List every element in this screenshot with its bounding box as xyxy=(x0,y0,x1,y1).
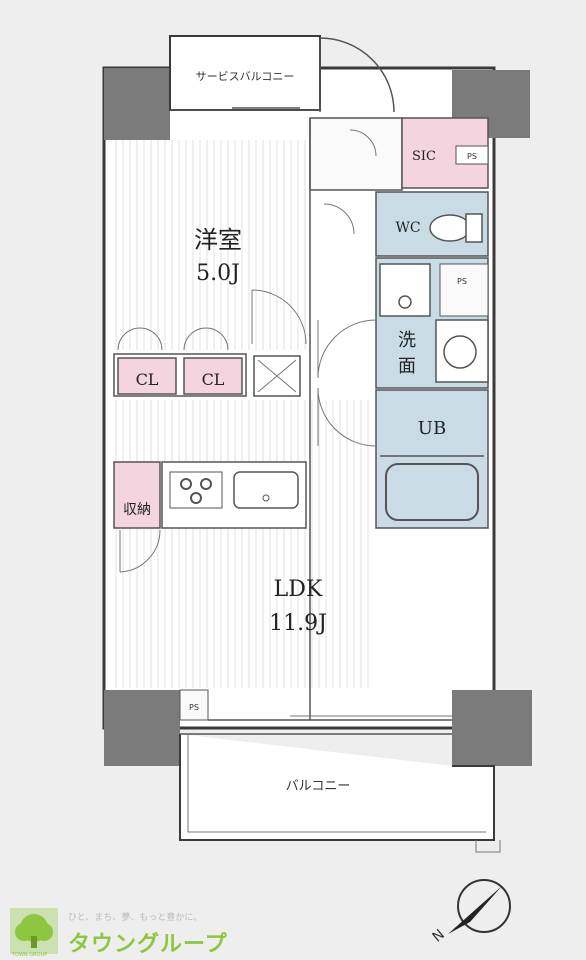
washroom-label-2: 面 xyxy=(398,356,416,377)
column-bottom-left xyxy=(104,690,180,766)
western-room-size: 5.0J xyxy=(196,261,240,286)
ps-label-bottom: PS xyxy=(189,703,199,712)
tree-icon xyxy=(10,908,58,954)
balcony xyxy=(179,734,495,841)
entry-hall xyxy=(309,117,403,191)
bathtub xyxy=(385,463,479,521)
unit-bath-label: UB xyxy=(418,418,446,439)
service-balcony xyxy=(169,35,321,111)
compass: N xyxy=(430,879,511,946)
toilet xyxy=(429,214,471,242)
western-room-name: 洋室 xyxy=(194,226,242,254)
brand-tagline: ひと、まち、夢、もっと豊かに。 xyxy=(68,913,203,923)
sic-label: SIC xyxy=(412,149,436,164)
column-top-left xyxy=(104,68,170,140)
ps-box-top xyxy=(455,145,489,165)
ps-box-mid xyxy=(439,263,489,317)
storage xyxy=(113,461,161,529)
ps-box-bottom xyxy=(179,689,209,721)
brand-name: タウングループ xyxy=(68,932,228,957)
sink xyxy=(233,471,299,509)
closet-2 xyxy=(183,357,243,395)
entrance-door xyxy=(319,37,395,113)
closet-2-label: CL xyxy=(202,370,225,389)
western-room-door xyxy=(251,289,307,345)
balcony-label: バルコニー xyxy=(286,779,351,794)
ps-label-top: PS xyxy=(467,152,477,161)
brand-caption: TOWN GROUP xyxy=(12,952,48,958)
compass-north-label: N xyxy=(430,927,448,946)
wc-label: WC xyxy=(395,220,420,236)
service-balcony-label: サービスバルコニー xyxy=(196,70,295,83)
brand-logo xyxy=(10,908,58,954)
ldk-size: 11.9J xyxy=(269,611,327,636)
ps-label-mid: PS xyxy=(457,277,467,286)
ldk-name: LDK xyxy=(274,577,323,602)
column-bottom-right xyxy=(452,690,532,766)
washroom-label-1: 洗 xyxy=(398,330,416,351)
closet-1-label: CL xyxy=(136,370,159,389)
closet-1 xyxy=(117,357,177,395)
storage-label: 収納 xyxy=(123,502,151,518)
